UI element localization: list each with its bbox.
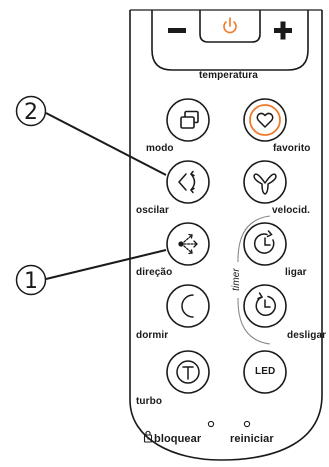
led-label: LED xyxy=(255,366,276,377)
ligar-button[interactable] xyxy=(243,222,287,266)
moon-icon xyxy=(181,294,194,318)
layers-icon xyxy=(180,110,199,129)
temperature-panel xyxy=(151,10,309,71)
reiniciar-indicator xyxy=(243,420,251,428)
desligar-button[interactable] xyxy=(243,284,287,328)
timer-on-icon xyxy=(253,230,275,254)
power-icon xyxy=(223,17,237,34)
favorito-label: favorito xyxy=(273,143,311,154)
callout-line-2 xyxy=(45,112,167,176)
direcao-button[interactable] xyxy=(166,222,210,266)
temperature-plus-button[interactable] xyxy=(274,21,292,40)
callout-2: 2 xyxy=(15,95,47,127)
heart-icon xyxy=(256,112,274,128)
callout-1: 1 xyxy=(15,264,47,296)
bloquear-indicator xyxy=(207,420,215,428)
oscilar-button[interactable] xyxy=(166,160,210,204)
timer-label: timer xyxy=(230,268,242,291)
desligar-label: desligar xyxy=(287,330,327,341)
temperature-label: temperatura xyxy=(199,70,258,81)
turbo-label: turbo xyxy=(136,396,163,407)
turbo-button[interactable] xyxy=(166,350,210,394)
temperature-minus-button[interactable] xyxy=(168,28,186,33)
svg-text:1: 1 xyxy=(24,269,38,294)
reiniciar-label: reiniciar xyxy=(230,433,274,445)
modo-button[interactable] xyxy=(166,98,210,142)
velocid-label: velocid. xyxy=(272,205,311,216)
power-button[interactable] xyxy=(199,10,261,43)
favorito-button[interactable] xyxy=(243,98,287,142)
led-button[interactable] xyxy=(243,350,287,394)
lock-icon xyxy=(143,430,153,443)
fan-icon xyxy=(253,173,277,195)
remote-body xyxy=(129,10,323,461)
direction-icon xyxy=(178,233,198,255)
svg-text:2: 2 xyxy=(24,100,38,125)
modo-label: modo xyxy=(146,143,174,154)
dormir-label: dormir xyxy=(136,330,169,341)
direcao-label: direção xyxy=(136,267,173,278)
turbo-icon xyxy=(176,360,200,384)
oscillate-icon xyxy=(178,170,196,194)
timer-off-icon xyxy=(255,292,276,316)
bloquear-label: bloquear xyxy=(154,433,202,445)
oscilar-label: oscilar xyxy=(136,205,169,216)
ligar-label: ligar xyxy=(285,267,307,278)
callout-line-1 xyxy=(45,249,167,280)
dormir-button[interactable] xyxy=(166,284,210,328)
velocidade-button[interactable] xyxy=(243,160,287,204)
